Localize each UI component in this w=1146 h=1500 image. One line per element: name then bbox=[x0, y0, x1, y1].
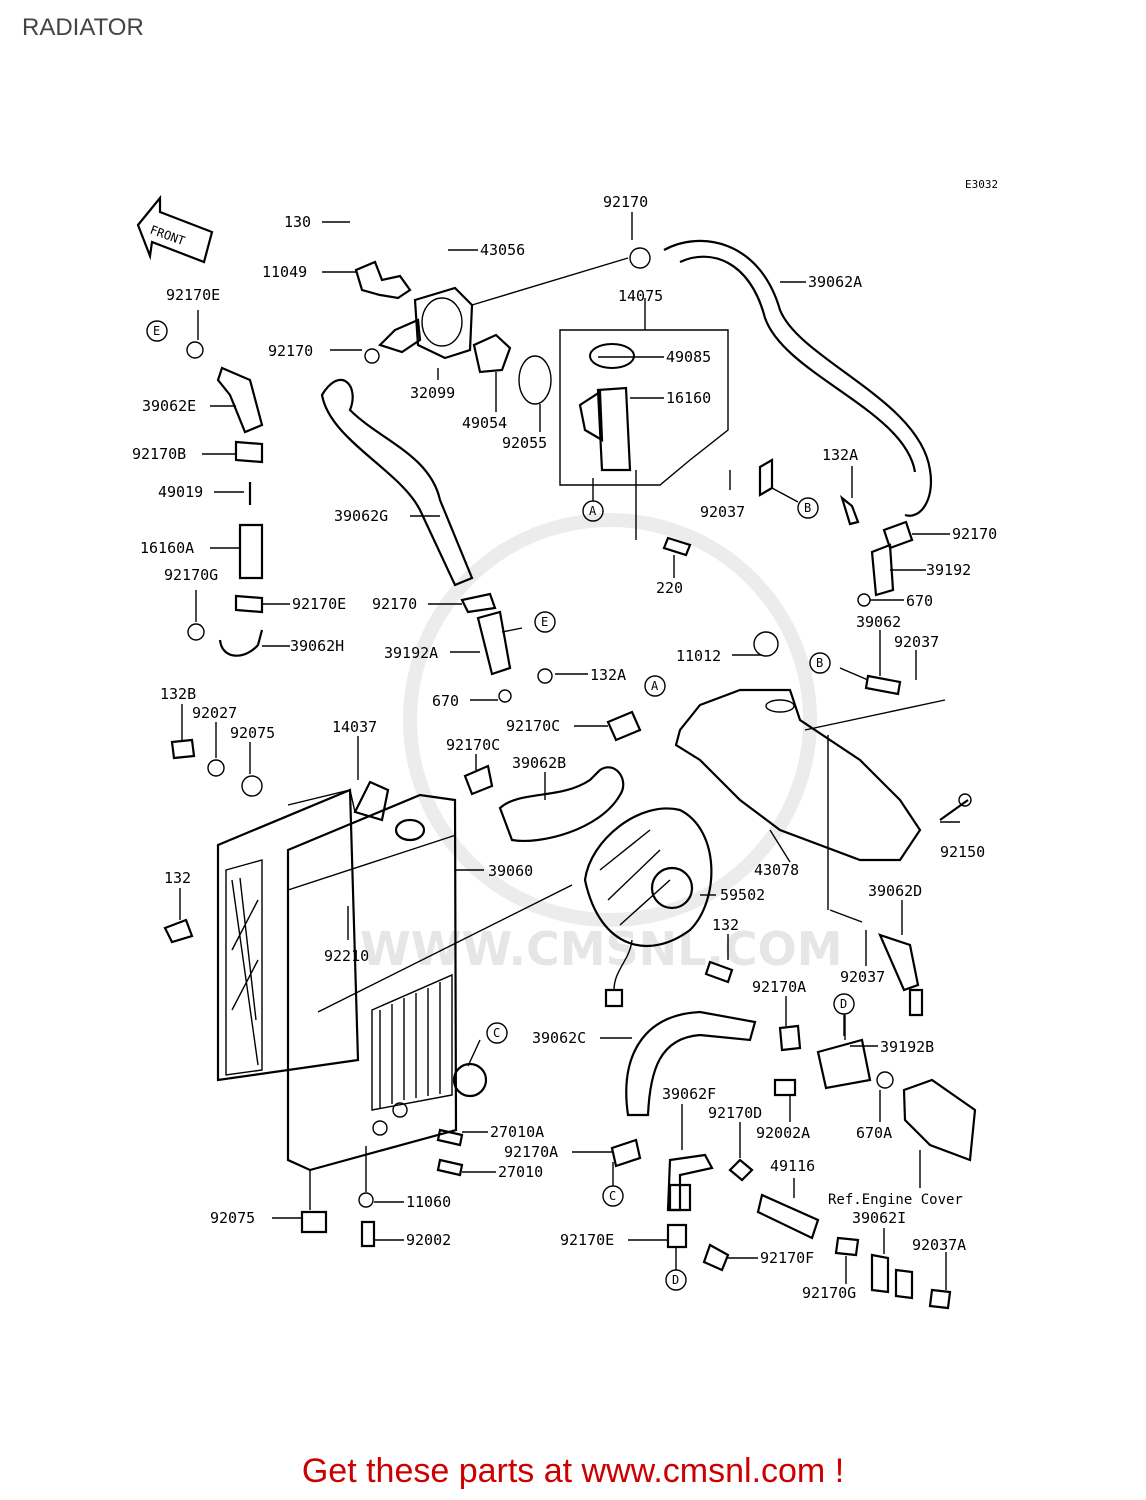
label-92037A: 92037A bbox=[912, 1236, 966, 1254]
footer-promo-link[interactable]: Get these parts at www.cmsnl.com ! bbox=[301, 1452, 845, 1490]
label-32099: 32099 bbox=[410, 384, 455, 402]
label-39062B: 39062B bbox=[512, 754, 566, 772]
label-92055: 92055 bbox=[502, 434, 547, 452]
thermostat-housing-group bbox=[354, 239, 933, 607]
callout-d-upper: D bbox=[840, 997, 847, 1011]
label-92170E-bottom: 92170E bbox=[560, 1231, 614, 1249]
diagram-code: E3032 bbox=[965, 178, 999, 191]
label-92170A-mid: 92170A bbox=[504, 1143, 558, 1161]
label-11049: 11049 bbox=[262, 263, 307, 281]
callout-circles: E A B E A B C D C D bbox=[146, 320, 855, 1291]
label-43078: 43078 bbox=[754, 861, 799, 879]
label-27010: 27010 bbox=[498, 1163, 543, 1181]
label-92170-top: 92170 bbox=[603, 193, 648, 211]
callout-e-left: E bbox=[153, 324, 160, 338]
radiator-assembly bbox=[163, 738, 573, 1248]
label-92170A-right: 92170A bbox=[752, 978, 806, 996]
label-92170B: 92170B bbox=[132, 445, 186, 463]
reservoir-tank bbox=[674, 674, 972, 923]
label-130: 130 bbox=[284, 213, 311, 231]
label-92170F: 92170F bbox=[760, 1249, 814, 1267]
label-132-mid: 132 bbox=[712, 916, 739, 934]
watermark-text: WWW.CMSNL.COM bbox=[360, 922, 843, 976]
label-14037: 14037 bbox=[332, 718, 377, 736]
label-49019: 49019 bbox=[158, 483, 203, 501]
label-39062A: 39062A bbox=[808, 273, 862, 291]
ref-engine-cover-note: Ref.Engine Cover bbox=[828, 1192, 963, 1208]
label-14075: 14075 bbox=[618, 287, 663, 305]
label-92002A: 92002A bbox=[756, 1124, 810, 1142]
label-43056: 43056 bbox=[480, 241, 525, 259]
label-92027: 92027 bbox=[192, 704, 237, 722]
label-49085: 49085 bbox=[666, 348, 711, 366]
part-labels: 130 11049 43056 92170 39062A 14075 49085… bbox=[132, 193, 997, 1302]
label-39062G: 39062G bbox=[334, 507, 388, 525]
callout-a-mid: A bbox=[651, 679, 659, 693]
label-92037-right: 92037 bbox=[894, 633, 939, 651]
callout-e-mid: E bbox=[541, 615, 548, 629]
label-670-mid: 670 bbox=[432, 692, 459, 710]
label-92150: 92150 bbox=[940, 843, 985, 861]
label-92075-top: 92075 bbox=[230, 724, 275, 742]
label-39060: 39060 bbox=[488, 862, 533, 880]
leader-lines bbox=[179, 212, 960, 1290]
label-132A-right: 132A bbox=[822, 446, 858, 464]
label-92002: 92002 bbox=[406, 1231, 451, 1249]
label-49054: 49054 bbox=[462, 414, 507, 432]
label-92037-mid: 92037 bbox=[700, 503, 745, 521]
label-92170C-b: 92170C bbox=[446, 736, 500, 754]
middle-fitting-group bbox=[460, 592, 779, 842]
label-132-left: 132 bbox=[164, 869, 191, 887]
label-39062C: 39062C bbox=[532, 1029, 586, 1047]
label-39192A: 39192A bbox=[384, 644, 438, 662]
label-92170-mid: 92170 bbox=[372, 595, 417, 613]
label-92170D: 92170D bbox=[708, 1104, 762, 1122]
label-11012: 11012 bbox=[676, 647, 721, 665]
front-arrow: FRONT bbox=[136, 194, 214, 264]
label-92075-bottom: 92075 bbox=[210, 1209, 255, 1227]
callout-a-upper: A bbox=[589, 504, 597, 518]
callout-d-lower: D bbox=[672, 1273, 679, 1287]
label-16160A: 16160A bbox=[140, 539, 194, 557]
lower-hoses-group bbox=[610, 933, 977, 1310]
page-title: RADIATOR bbox=[22, 14, 144, 41]
callout-c-upper: C bbox=[493, 1026, 500, 1040]
label-27010A: 27010A bbox=[490, 1123, 544, 1141]
label-92170-left: 92170 bbox=[268, 342, 313, 360]
label-220: 220 bbox=[656, 579, 683, 597]
watermark: WWW.CMSNL.COM bbox=[360, 513, 843, 976]
cooling-fan bbox=[583, 807, 734, 1008]
label-59502: 59502 bbox=[720, 886, 765, 904]
label-92170G-bottom: 92170G bbox=[802, 1284, 856, 1302]
label-670-right: 670 bbox=[906, 592, 933, 610]
label-92170E-left: 92170E bbox=[166, 286, 220, 304]
label-16160: 16160 bbox=[666, 389, 711, 407]
label-92170C-a: 92170C bbox=[506, 717, 560, 735]
front-arrow-label: FRONT bbox=[148, 223, 187, 249]
label-39192: 39192 bbox=[926, 561, 971, 579]
label-92037-bottom: 92037 bbox=[840, 968, 885, 986]
label-39062E: 39062E bbox=[142, 397, 196, 415]
label-39062D: 39062D bbox=[868, 882, 922, 900]
label-92210: 92210 bbox=[324, 947, 369, 965]
callout-b-upper: B bbox=[804, 501, 811, 515]
label-132A-mid: 132A bbox=[590, 666, 626, 684]
label-49116: 49116 bbox=[770, 1157, 815, 1175]
label-39062I: 39062I bbox=[852, 1209, 906, 1227]
label-39062: 39062 bbox=[856, 613, 901, 631]
label-670A: 670A bbox=[856, 1124, 892, 1142]
label-39192B: 39192B bbox=[880, 1038, 934, 1056]
callout-c-lower: C bbox=[609, 1189, 616, 1203]
label-39062H: 39062H bbox=[290, 637, 344, 655]
label-92170E-mid: 92170E bbox=[292, 595, 346, 613]
label-11060: 11060 bbox=[406, 1193, 451, 1211]
label-92170-right: 92170 bbox=[952, 525, 997, 543]
label-92170G-left: 92170G bbox=[164, 566, 218, 584]
label-132B: 132B bbox=[160, 685, 196, 703]
label-39062F: 39062F bbox=[662, 1085, 716, 1103]
callout-b-mid: B bbox=[816, 656, 823, 670]
